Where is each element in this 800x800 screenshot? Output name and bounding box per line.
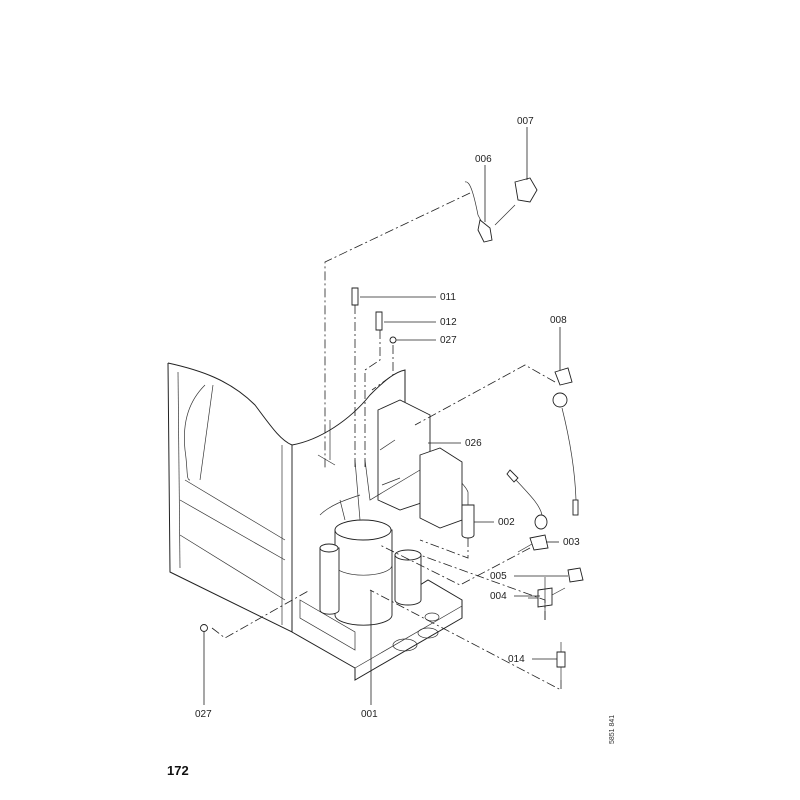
leader-lines	[203, 127, 568, 705]
assembly-lines	[211, 192, 562, 691]
callout-026: 026	[465, 438, 482, 449]
callout-007: 007	[517, 116, 534, 127]
callout-014: 014	[508, 654, 525, 665]
callout-012: 012	[440, 317, 457, 328]
callout-003: 003	[563, 537, 580, 548]
callout-011: 011	[440, 292, 456, 303]
callout-004: 004	[490, 591, 507, 602]
parts	[200, 177, 584, 680]
callout-027-upper: 027	[440, 335, 457, 346]
callout-027-lower: 027	[195, 709, 212, 720]
compressor	[317, 439, 422, 626]
page-number: 172	[167, 763, 189, 778]
callout-002: 002	[498, 517, 515, 528]
callout-001: 001	[361, 709, 378, 720]
callout-006: 006	[475, 154, 492, 165]
unit-housing	[167, 362, 463, 681]
callout-005: 005	[490, 571, 507, 582]
drawing-code: 5851 841	[609, 715, 616, 744]
electrical-box	[377, 399, 463, 529]
callout-008: 008	[550, 315, 567, 326]
